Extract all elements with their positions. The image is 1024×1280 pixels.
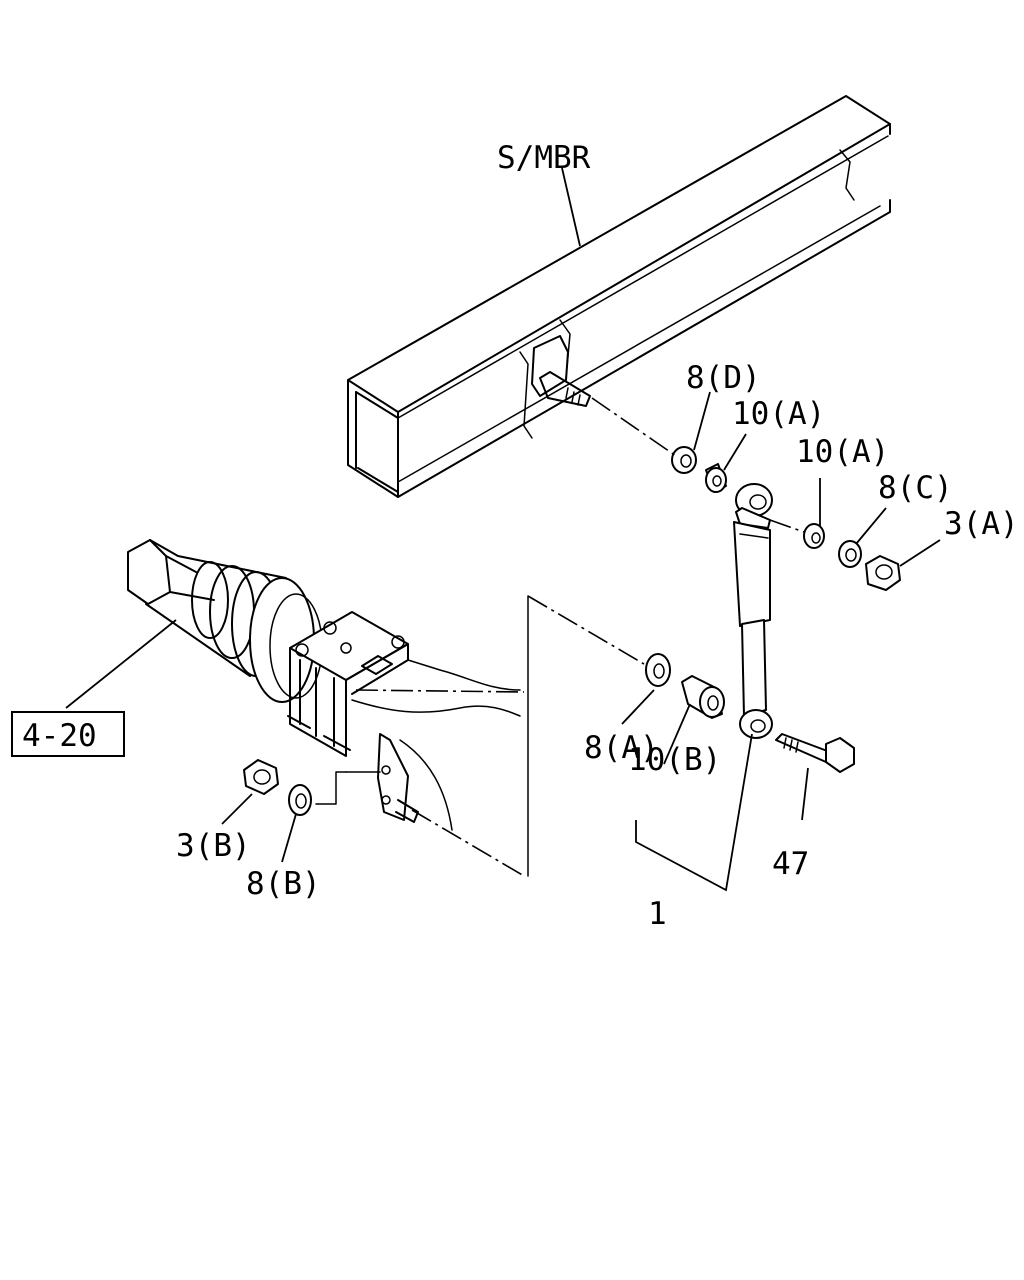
bushing-10b (681, 675, 725, 719)
label-47: 47 (772, 846, 809, 882)
label-8b: 8(B) (246, 866, 321, 902)
side-member-beam (347, 95, 891, 498)
label-10a-upper: 10(A) (732, 396, 825, 432)
nut-3b (243, 759, 279, 795)
label-1: 1 (648, 896, 667, 932)
label-10b: 10(B) (628, 742, 721, 778)
label-ref-4-20: 4-20 (22, 718, 97, 754)
bushing-10a-upper (705, 463, 727, 493)
shock-absorber (733, 483, 773, 739)
washer-8a (645, 653, 671, 687)
lower-shock-bracket (377, 733, 419, 823)
reference-box (11, 711, 125, 757)
label-8c: 8(C) (878, 470, 953, 506)
washer-8b (288, 784, 312, 816)
spring-seat-bracket (287, 611, 521, 831)
washer-8d (671, 446, 697, 474)
leader-lines (65, 167, 941, 892)
label-side-member: S/MBR (497, 140, 591, 176)
label-8d: 8(D) (686, 360, 761, 396)
label-3b: 3(B) (176, 828, 251, 864)
washer-8c (838, 540, 862, 568)
label-10a-lower: 10(A) (796, 434, 889, 470)
bushing-10a-lower (803, 523, 825, 549)
label-3a: 3(A) (944, 506, 1019, 542)
axle-housing (127, 539, 323, 703)
nut-3a (865, 555, 901, 591)
bolt-47 (775, 733, 855, 773)
assembly-lines (315, 397, 805, 877)
label-8a: 8(A) (584, 730, 659, 766)
